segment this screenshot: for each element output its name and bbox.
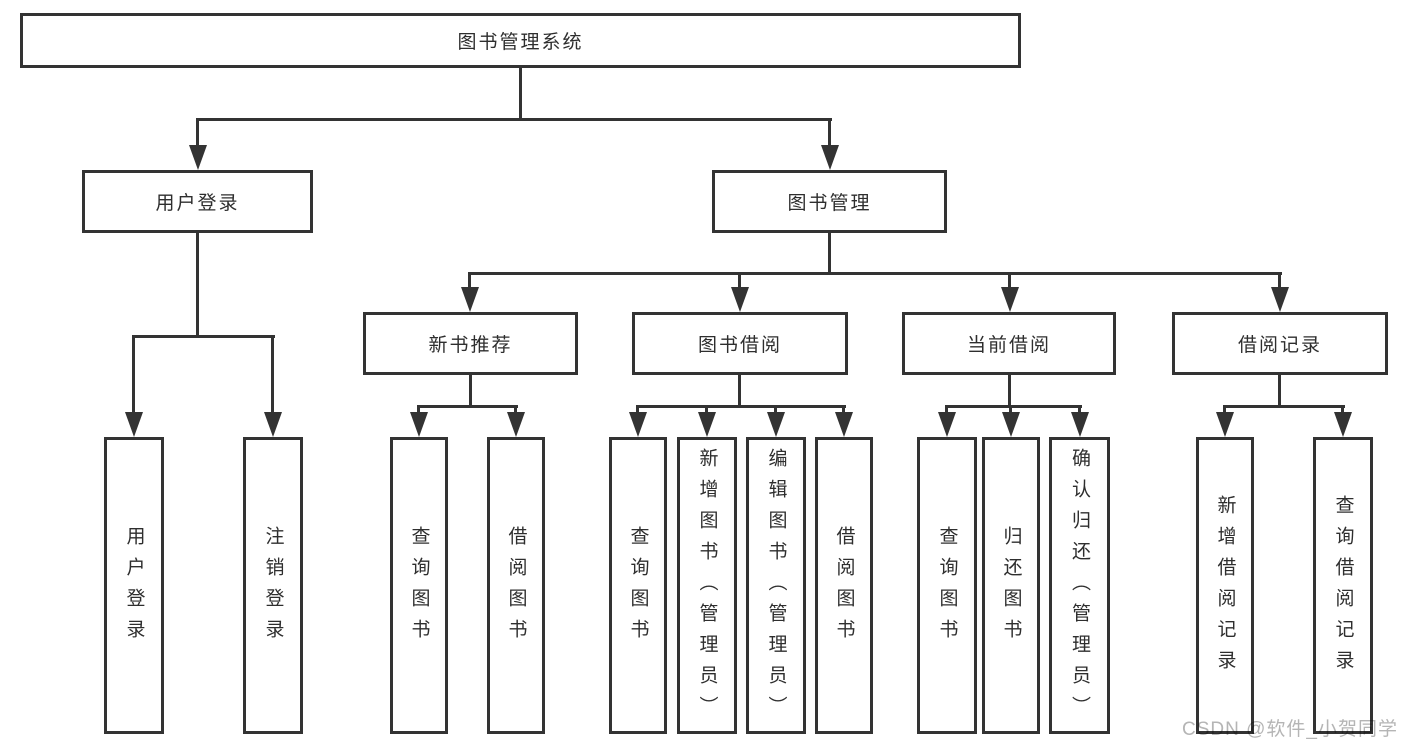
connector-line: [945, 405, 948, 415]
arrow-down-icon: [1334, 412, 1352, 437]
leaf-query-books-borrowing: 查询图书: [609, 437, 667, 734]
connector-line: [1341, 405, 1344, 415]
arrow-down-icon: [938, 412, 956, 437]
arrow-down-icon: [1002, 412, 1020, 437]
connector-line: [1278, 275, 1281, 289]
node-current-borrowing: 当前借阅: [902, 312, 1116, 375]
node-new-book-recommendation: 新书推荐: [363, 312, 578, 375]
arrow-down-icon: [1271, 287, 1289, 312]
connector-line: [774, 405, 777, 415]
arrow-down-icon: [1216, 412, 1234, 437]
connector-line: [1009, 405, 1012, 415]
connector-line: [828, 233, 831, 275]
connector-line: [196, 233, 199, 338]
connector-line: [705, 405, 708, 415]
connector-line: [468, 272, 1282, 275]
arrow-down-icon: [821, 145, 839, 170]
connector-line: [417, 405, 420, 415]
leaf-edit-books-admin: 编辑图书（管理员）: [746, 437, 806, 734]
leaf-return-books: 归还图书: [982, 437, 1040, 734]
arrow-down-icon: [1071, 412, 1089, 437]
arrow-down-icon: [629, 412, 647, 437]
leaf-logout-login: 注销登录: [243, 437, 303, 734]
connector-line: [196, 118, 832, 121]
connector-line: [514, 405, 517, 415]
connector-line: [1223, 405, 1226, 415]
arrow-down-icon: [507, 412, 525, 437]
connector-line: [1008, 275, 1011, 289]
leaf-add-books-admin: 新增图书（管理员）: [677, 437, 737, 734]
node-book-management: 图书管理: [712, 170, 947, 233]
arrow-down-icon: [125, 412, 143, 437]
connector-line: [469, 374, 472, 408]
leaf-query-books-recommend: 查询图书: [390, 437, 448, 734]
arrow-down-icon: [189, 145, 207, 170]
leaf-add-borrow-record: 新增借阅记录: [1196, 437, 1254, 734]
connector-line: [1008, 374, 1011, 408]
arrow-down-icon: [731, 287, 749, 312]
connector-line: [738, 275, 741, 289]
leaf-borrow-books-recommend: 借阅图书: [487, 437, 545, 734]
arrow-down-icon: [1001, 287, 1019, 312]
connector-line: [636, 405, 846, 408]
connector-line: [468, 275, 471, 289]
connector-line: [132, 335, 275, 338]
leaf-confirm-return-admin: 确认归还（管理员）: [1049, 437, 1110, 734]
connector-line: [271, 338, 274, 414]
arrow-down-icon: [264, 412, 282, 437]
watermark: CSDN @软件_小贺同学: [1182, 719, 1398, 740]
node-book-borrowing: 图书借阅: [632, 312, 848, 375]
connector-line: [519, 68, 522, 121]
node-user-login: 用户登录: [82, 170, 313, 233]
arrow-down-icon: [835, 412, 853, 437]
leaf-query-borrow-record: 查询借阅记录: [1313, 437, 1373, 734]
arrow-down-icon: [698, 412, 716, 437]
connector-line: [738, 374, 741, 408]
arrow-down-icon: [767, 412, 785, 437]
leaf-query-books-current: 查询图书: [917, 437, 977, 734]
connector-line: [132, 338, 135, 414]
node-library-management-system: 图书管理系统: [20, 13, 1021, 68]
connector-line: [1278, 374, 1281, 408]
connector-line: [196, 121, 199, 148]
connector-line: [636, 405, 639, 415]
connector-line: [945, 405, 1082, 408]
leaf-borrow-books-borrowing: 借阅图书: [815, 437, 873, 734]
connector-line: [1223, 405, 1345, 408]
connector-line: [1078, 405, 1081, 415]
connector-line: [842, 405, 845, 415]
arrow-down-icon: [461, 287, 479, 312]
connector-line: [417, 405, 518, 408]
node-borrowing-records: 借阅记录: [1172, 312, 1388, 375]
connector-line: [828, 121, 831, 148]
leaf-user-login: 用户登录: [104, 437, 164, 734]
arrow-down-icon: [410, 412, 428, 437]
